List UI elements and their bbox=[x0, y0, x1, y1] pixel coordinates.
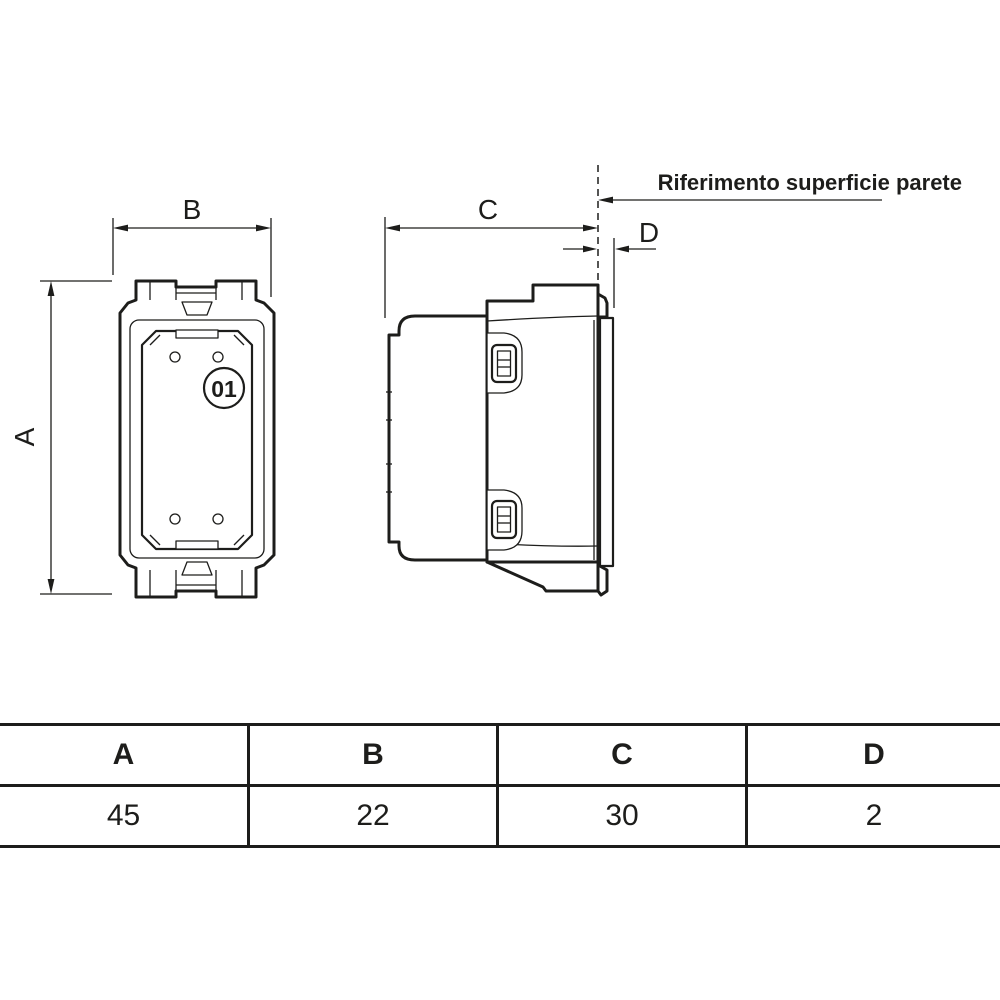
dim-c-label: C bbox=[478, 194, 498, 225]
top-clip bbox=[181, 301, 213, 316]
badge-circle bbox=[202, 366, 246, 410]
front-view: 01 bbox=[118, 279, 276, 599]
plate-top-bar bbox=[175, 329, 219, 339]
dimension-b: B bbox=[112, 194, 272, 297]
badge-label: 01 bbox=[211, 376, 237, 402]
table-header-row: A B C D bbox=[0, 726, 1000, 787]
face-plate bbox=[140, 329, 254, 551]
bottom-clip bbox=[181, 561, 213, 576]
front-flange bbox=[598, 316, 615, 568]
table-header-c: C bbox=[499, 726, 748, 784]
top-tab-details bbox=[149, 282, 243, 300]
table-value-a: 45 bbox=[0, 787, 250, 845]
dim-d-label: D bbox=[639, 217, 659, 248]
wall-reference-arrowhead bbox=[598, 196, 613, 204]
dimension-annotations: Riferimento superficie parete B A bbox=[9, 165, 962, 595]
table-header-d: D bbox=[863, 738, 885, 771]
bottom-tab-details bbox=[149, 570, 243, 596]
plate-bottom-bar bbox=[175, 540, 219, 550]
dimension-c: C bbox=[384, 194, 598, 318]
dim-a-label: A bbox=[9, 427, 40, 446]
front-bottom-hook bbox=[596, 563, 609, 597]
front-bottom-tab bbox=[485, 560, 600, 593]
rear-body bbox=[387, 314, 492, 562]
table-value-d: 2 bbox=[865, 799, 883, 832]
bottom-latch bbox=[490, 499, 518, 540]
dimension-d: D bbox=[563, 217, 659, 308]
dimension-a: A bbox=[9, 280, 112, 595]
front-top-hook bbox=[596, 292, 609, 319]
dim-b-label: B bbox=[183, 194, 202, 225]
table-value-b: 22 bbox=[250, 787, 499, 845]
wall-reference-label: Riferimento superficie parete bbox=[658, 170, 962, 195]
table-value-c: 30 bbox=[499, 787, 748, 845]
table-value-row: 45 22 30 2 bbox=[0, 787, 1000, 845]
table-header-a: A bbox=[0, 726, 250, 784]
plate-corner-accents bbox=[149, 334, 245, 546]
inner-frame bbox=[129, 319, 265, 559]
table-header-b: B bbox=[250, 726, 499, 784]
drawing-canvas: 01 bbox=[9, 165, 962, 599]
top-latch bbox=[490, 343, 518, 384]
rear-body-notches bbox=[386, 391, 392, 493]
screw-holes bbox=[169, 351, 224, 525]
side-view bbox=[386, 283, 615, 597]
inner-top-line bbox=[486, 315, 599, 322]
dimension-table: A B C D 45 22 30 2 bbox=[0, 723, 1000, 848]
